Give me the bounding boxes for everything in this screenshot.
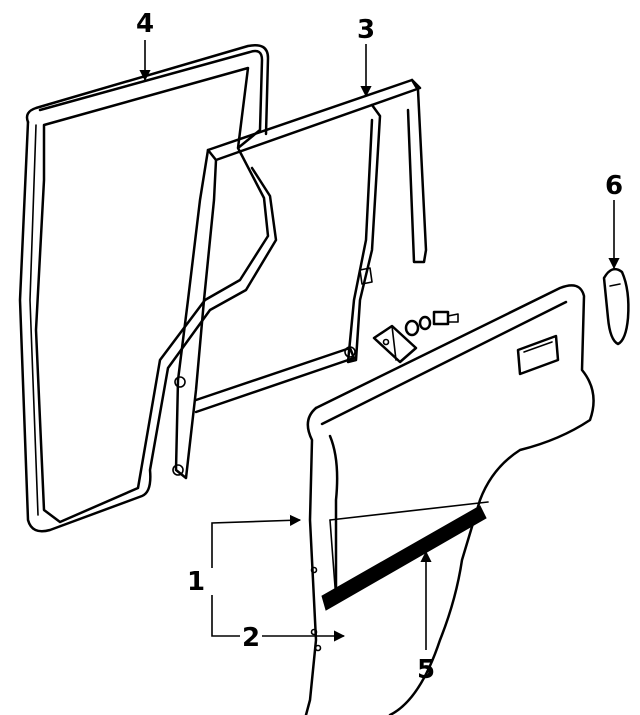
callout-2: 2 (242, 623, 260, 653)
callout-4: 4 (136, 9, 154, 39)
window-channel-frame (172, 78, 428, 480)
callout-5: 5 (417, 655, 435, 685)
callout-1: 1 (187, 567, 205, 597)
leader-1b (211, 595, 240, 637)
nut-washer-bolt (404, 310, 459, 337)
callout-3: 3 (357, 15, 375, 45)
molding-end-cap (602, 267, 630, 346)
weatherstrip-seal (18, 44, 278, 533)
callout-6: 6 (605, 171, 623, 201)
door-outer-panel (304, 284, 595, 715)
mounting-bracket (372, 324, 418, 364)
leader-lines (139, 40, 620, 650)
leader-1a (211, 514, 302, 568)
